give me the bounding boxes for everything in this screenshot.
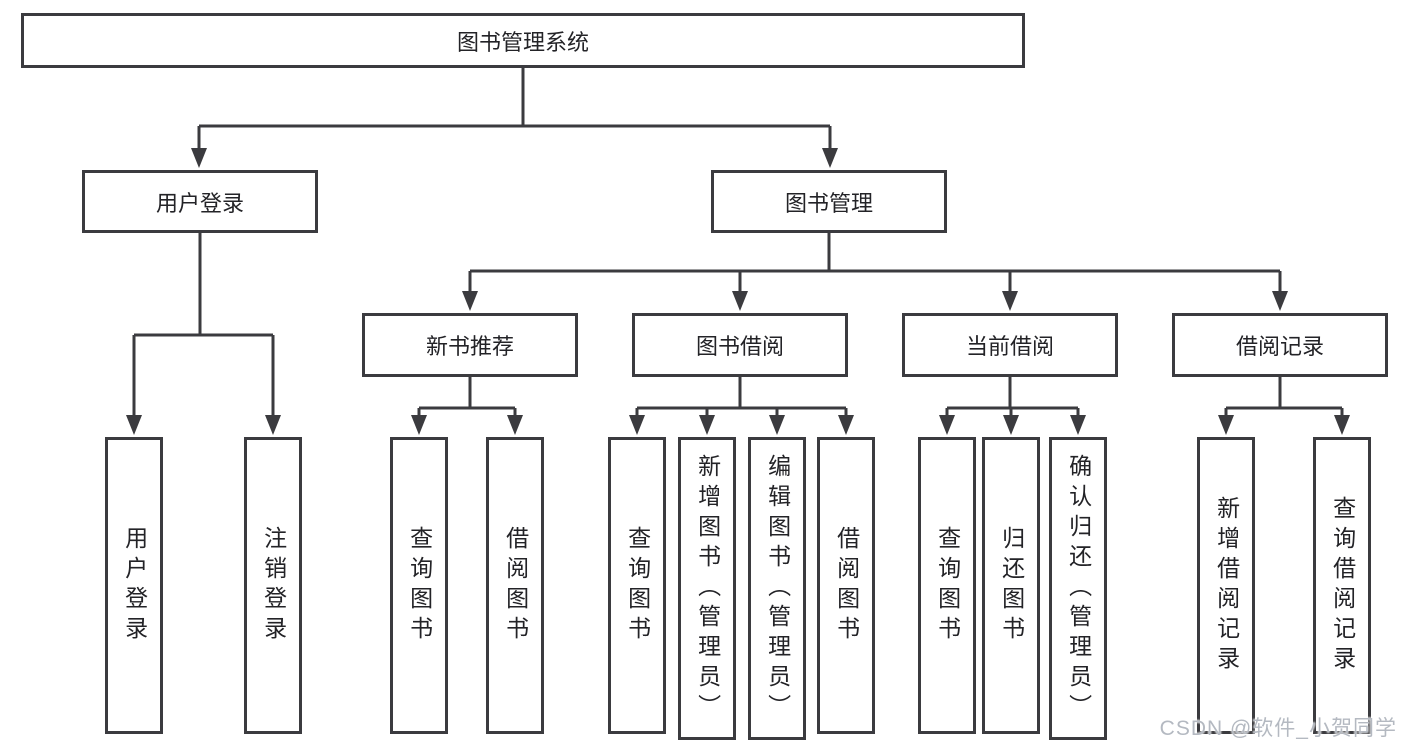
node-label: 新书推荐 xyxy=(425,334,514,359)
node-user-login: 用户登录 xyxy=(105,437,163,734)
node-label: 编辑图书（管理员） xyxy=(764,453,791,724)
node-query-borrow-record: 查询借阅记录 xyxy=(1313,437,1371,734)
node-current-borrowing: 当前借阅 xyxy=(902,313,1118,377)
node-root: 图书管理系统 xyxy=(21,13,1025,68)
node-current-query-books: 查询图书 xyxy=(918,437,976,734)
node-label: 借阅记录 xyxy=(1235,334,1324,359)
node-recommend-query-books: 查询图书 xyxy=(390,437,448,734)
node-confirm-return-admin: 确认归还（管理员） xyxy=(1049,437,1107,740)
node-label: 借阅图书 xyxy=(833,525,860,646)
node-label: 归还图书 xyxy=(998,525,1025,646)
node-add-book-admin: 新增图书（管理员） xyxy=(678,437,736,740)
node-label: 查询图书 xyxy=(406,525,433,646)
node-add-borrow-record: 新增借阅记录 xyxy=(1197,437,1255,734)
node-borrowing-query-books: 查询图书 xyxy=(608,437,666,734)
node-recommend-borrow-books: 借阅图书 xyxy=(486,437,544,734)
node-label: 借阅图书 xyxy=(502,525,529,646)
node-edit-book-admin: 编辑图书（管理员） xyxy=(748,437,806,740)
node-label: 确认归还（管理员） xyxy=(1065,453,1092,724)
node-label: 查询借阅记录 xyxy=(1329,495,1356,676)
node-label: 当前借阅 xyxy=(965,334,1054,359)
node-label: 图书管理 xyxy=(784,190,873,216)
node-label: 新增图书（管理员） xyxy=(694,453,721,724)
node-label: 查询图书 xyxy=(934,525,961,646)
node-user-login-branch: 用户登录 xyxy=(82,170,318,233)
node-label: 查询图书 xyxy=(624,525,651,646)
node-new-book-recommendation: 新书推荐 xyxy=(362,313,578,377)
node-borrowing-borrow-books: 借阅图书 xyxy=(817,437,875,734)
node-book-borrowing: 图书借阅 xyxy=(632,313,848,377)
node-borrowing-records: 借阅记录 xyxy=(1172,313,1388,377)
node-label: 新增借阅记录 xyxy=(1213,495,1240,676)
node-book-management: 图书管理 xyxy=(711,170,947,233)
node-root-label: 图书管理系统 xyxy=(456,29,589,55)
node-logout: 注销登录 xyxy=(244,437,302,734)
node-label: 图书借阅 xyxy=(695,334,784,359)
node-label: 用户登录 xyxy=(155,190,244,216)
node-label: 用户登录 xyxy=(121,525,148,646)
node-return-book: 归还图书 xyxy=(982,437,1040,734)
node-label: 注销登录 xyxy=(260,525,287,646)
